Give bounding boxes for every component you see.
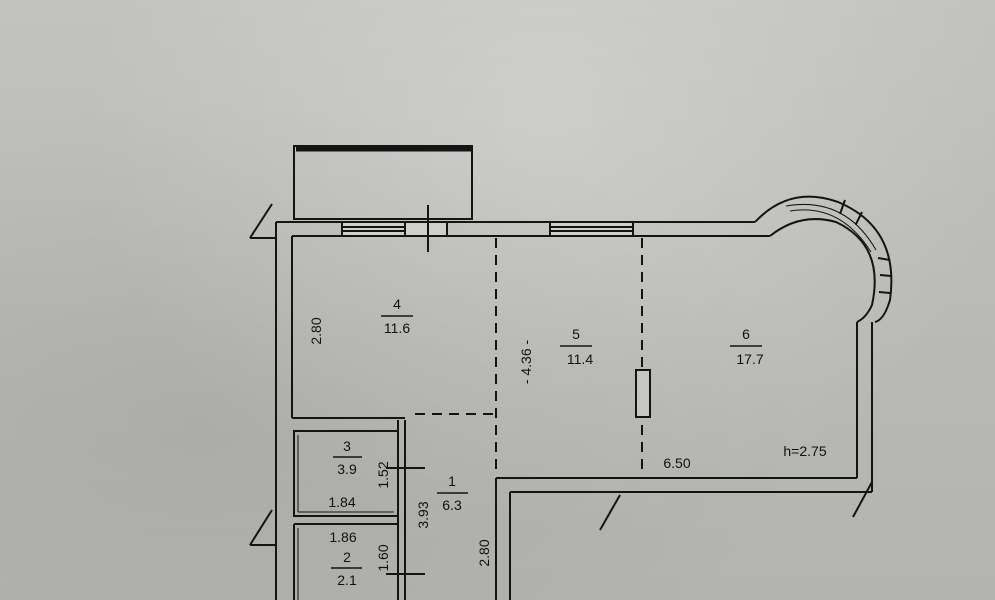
right-exterior-wall: [852, 322, 873, 518]
room-area: 11.6: [384, 320, 410, 336]
room-number: 1: [448, 473, 456, 489]
lower-interior-wall: [495, 477, 872, 600]
bay-window: [754, 195, 893, 323]
room-number: 5: [572, 326, 580, 342]
dimension-room2-height: 1.60: [375, 544, 391, 571]
room-4-label: 4 11.6: [381, 296, 413, 336]
dimension-room4-height: 2.80: [308, 317, 324, 344]
room-area: 3.9: [337, 461, 357, 477]
room-6-label: 6 17.7: [730, 326, 764, 367]
room-area: 6.3: [442, 497, 462, 513]
room-2-label: 2 2.1: [331, 549, 362, 588]
room-number: 2: [343, 549, 351, 565]
dimension-room6-width: 6.50: [663, 455, 690, 471]
room-area: 17.7: [736, 351, 763, 367]
left-exterior-wall: [249, 203, 293, 600]
window-top-middle: [549, 221, 634, 237]
balcony-door: [404, 205, 448, 252]
room-number: 3: [343, 438, 351, 454]
window-top-left: [341, 221, 406, 237]
dimension-room1-height: 3.93: [415, 501, 431, 528]
room-3-label: 3 3.9: [333, 438, 362, 477]
balcony: [293, 145, 473, 220]
zone-separators: [415, 238, 643, 475]
dimension-room5-height: - 4.36 -: [518, 339, 534, 384]
dimension-room3-height: 1.52: [375, 461, 391, 488]
room-area: 2.1: [337, 572, 357, 588]
dimension-room2-width: 1.86: [329, 529, 356, 545]
radiator: [635, 369, 651, 418]
dimension-room3-width: 1.84: [328, 494, 355, 510]
dimension-corridor-height: 2.80: [476, 539, 492, 566]
room-5-label: 5 11.4: [560, 326, 593, 367]
room-1-label: 1 6.3: [437, 473, 468, 513]
room-number: 6: [742, 326, 750, 342]
room-area: 11.4: [567, 351, 593, 367]
ceiling-height-label: h=2.75: [783, 443, 826, 459]
corridor-partition: [397, 420, 406, 600]
room-number: 4: [393, 296, 401, 312]
